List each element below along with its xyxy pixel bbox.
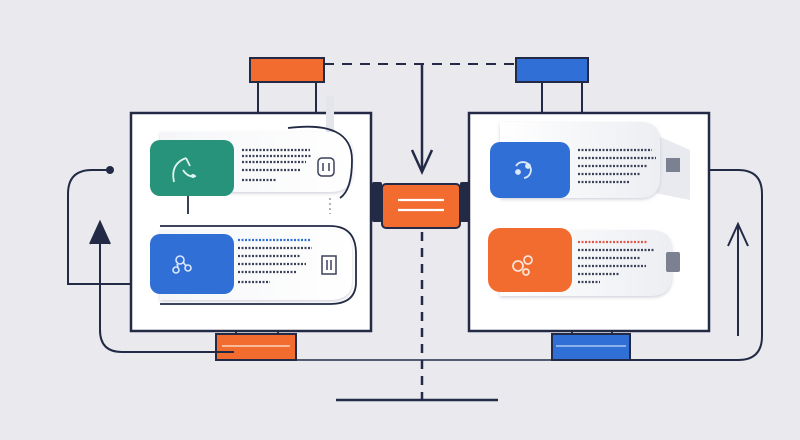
left-card-2 — [150, 230, 352, 300]
right-card-1-text — [578, 148, 656, 184]
center-connector — [381, 183, 461, 229]
bottom-right-tab — [551, 333, 631, 361]
left-outer-loop — [67, 169, 130, 285]
left-card-2-tile — [150, 234, 234, 294]
left-card-1 — [150, 132, 352, 196]
left-card-1-toggle-icon — [317, 157, 335, 177]
cycle-icon — [515, 161, 532, 179]
center-connector-left-clip — [372, 182, 382, 222]
left-card-1-text — [242, 148, 312, 182]
right-card-1-tile — [490, 142, 570, 198]
top-right-tab — [515, 57, 589, 83]
right-card-2-text — [578, 240, 654, 284]
left-card-1-outline — [287, 125, 353, 199]
right-outer-loop — [630, 169, 763, 361]
left-panel-light-bar — [326, 96, 334, 136]
left-card-1-tile — [150, 140, 234, 196]
center-down-arrow-icon — [410, 149, 434, 176]
right-card-2 — [488, 228, 680, 296]
right-card-1 — [490, 122, 680, 198]
left-card-2-outline — [160, 225, 357, 305]
left-loop-dot — [106, 166, 114, 174]
right-card-1-handle-icon — [666, 158, 680, 172]
center-connector-right-clip — [460, 182, 470, 222]
left-card-2-text — [238, 238, 312, 284]
left-bottom-loop — [99, 329, 234, 353]
right-card-2-tile — [488, 228, 572, 292]
top-left-tab — [249, 57, 325, 83]
right-up-arrow-icon — [727, 221, 749, 247]
bottom-left-tab — [215, 333, 297, 361]
left-card-2-toggle-icon — [321, 255, 337, 275]
right-card-2-handle-icon — [666, 252, 680, 272]
leaf-icon-dot — [191, 174, 195, 178]
gear-network-icon — [512, 255, 533, 276]
top-left-tab-stem — [257, 82, 317, 112]
top-right-tab-stem — [541, 82, 583, 112]
left-up-arrow-icon — [89, 219, 111, 245]
network-icon — [172, 255, 192, 274]
